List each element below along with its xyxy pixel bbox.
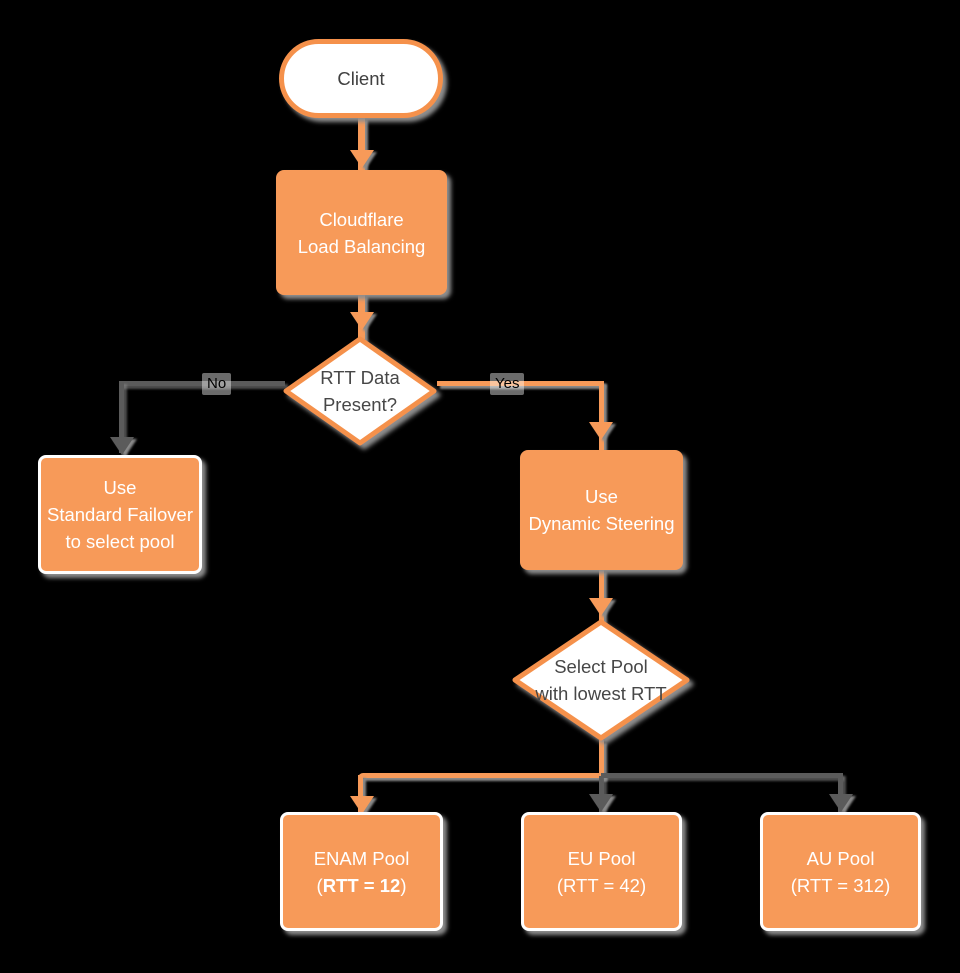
arrowhead-down-icon [350,150,374,168]
node-eu-pool: EU Pool (RTT = 42) [521,812,682,931]
node-label-line: ENAM Pool [313,847,410,869]
node-label-line: Standard Failover [46,504,194,525]
decision-rtt-data-present-shape [283,336,437,446]
node-au-pool: AU Pool (RTT = 312) [760,812,921,931]
edge-no-branch-horizontal [119,381,285,386]
node-label-line: EU Pool [567,847,636,869]
edge-yes-branch-horizontal [437,381,603,386]
arrowhead-down-icon [829,794,853,812]
edge-select-pool-stem [599,740,604,778]
node-label-line: (RTT = 312) [790,874,891,896]
edge-no-branch-vertical [119,381,124,453]
node-use-standard-failover: Use Standard Failover to select pool [38,455,202,574]
node-label-line: Dynamic Steering [528,513,675,534]
node-label-line: Use [585,486,618,507]
edge-dynamic-steering-to-select-pool [599,569,604,621]
node-client: Client [279,39,443,118]
node-cloudflare-load-balancing: Cloudflare Load Balancing [276,170,447,295]
arrowhead-down-icon [589,422,613,440]
node-label-line: Use [103,477,137,498]
arrowhead-down-icon [350,312,374,330]
edge-client-to-load-balancing [358,117,365,171]
node-label-line: Cloudflare [319,208,404,230]
node-label-line: (RTT = 12) [317,872,407,899]
arrowhead-down-icon [110,437,134,455]
node-client-label: Client [337,67,385,89]
arrowhead-down-icon [350,796,374,814]
node-use-dynamic-steering: Use Dynamic Steering [520,450,683,570]
node-label-line: (RTT = 42) [556,874,647,896]
node-label-line: to select pool [65,531,175,552]
edge-to-au-horizontal [601,773,841,778]
edge-label-no: No [202,373,232,395]
paren-close: ) [400,874,407,896]
node-label-line: Load Balancing [297,235,426,257]
edge-to-enam-horizontal [358,773,604,778]
edge-to-au-vertical [838,773,843,812]
enam-rtt-value: RTT = 12 [322,874,401,896]
edge-yes-branch-vertical [599,381,604,451]
decision-select-pool-shape [512,619,690,741]
node-enam-pool: ENAM Pool (RTT = 12) [280,812,443,931]
edge-label-yes: Yes [490,373,525,395]
arrowhead-down-icon [589,794,613,812]
edge-to-enam-vertical [358,775,363,812]
arrowhead-down-icon [589,598,613,616]
paren-open: ( [316,874,323,896]
node-label-line: AU Pool [806,847,875,869]
